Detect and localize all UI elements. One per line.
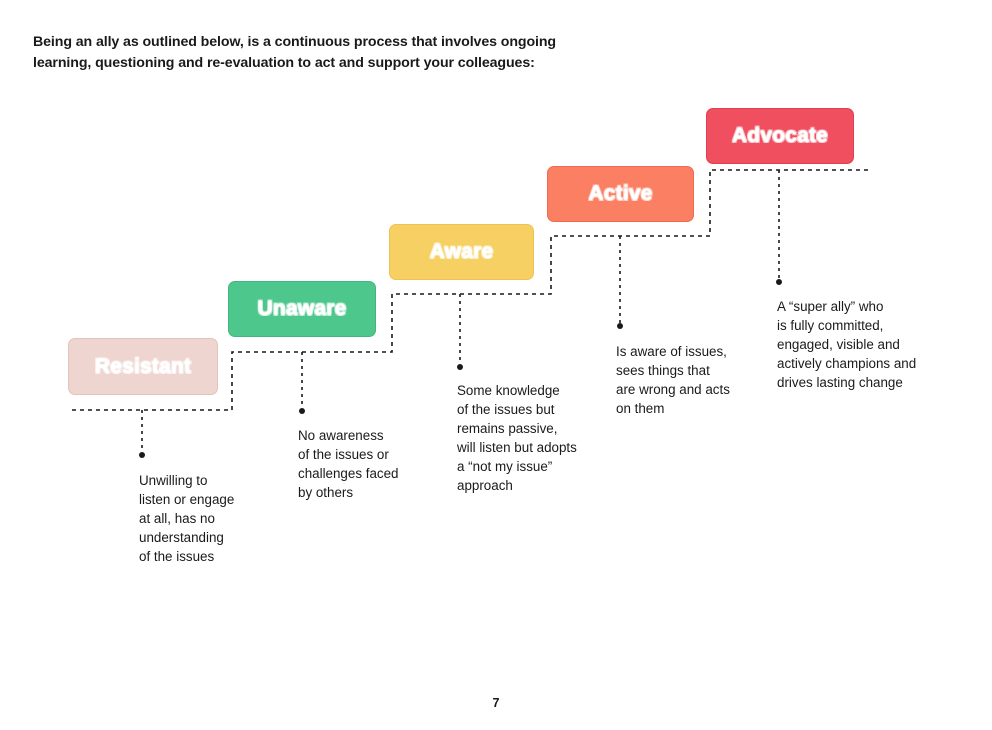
stage-label-aware: Aware — [429, 240, 494, 263]
connector-end-dot-advocate — [776, 279, 782, 285]
stage-label-active: Active — [588, 182, 653, 205]
stage-box-unaware[interactable]: Unaware — [228, 281, 376, 337]
stage-box-active[interactable]: Active — [547, 166, 694, 222]
stage-box-aware[interactable]: Aware — [389, 224, 534, 280]
stage-caption-aware: Some knowledge of the issues but remains… — [457, 383, 577, 494]
connector-end-dot-unaware — [299, 408, 305, 414]
stage-box-advocate[interactable]: Advocate — [706, 108, 854, 164]
stage-caption-resistant: Unwilling to listen or engage at all, ha… — [139, 473, 235, 565]
connector-end-dot-resistant — [139, 452, 145, 458]
page-number: 7 — [492, 696, 500, 710]
stage-label-unaware: Unaware — [257, 297, 347, 320]
stage-caption-active: Is aware of issues, sees things that are… — [616, 344, 730, 417]
stage-label-advocate: Advocate — [731, 124, 829, 147]
stage-label-resistant: Resistant — [94, 354, 192, 378]
connector-end-dot-active — [617, 323, 623, 329]
connector-end-dot-aware — [457, 364, 463, 370]
stage-caption-advocate: A “super ally” who is fully committed, e… — [777, 299, 917, 391]
stage-caption-unaware: No awareness of the issues or challenges… — [298, 428, 399, 501]
intro-paragraph: Being an ally as outlined below, is a co… — [33, 34, 556, 71]
stage-box-resistant[interactable]: Resistant — [68, 338, 218, 395]
